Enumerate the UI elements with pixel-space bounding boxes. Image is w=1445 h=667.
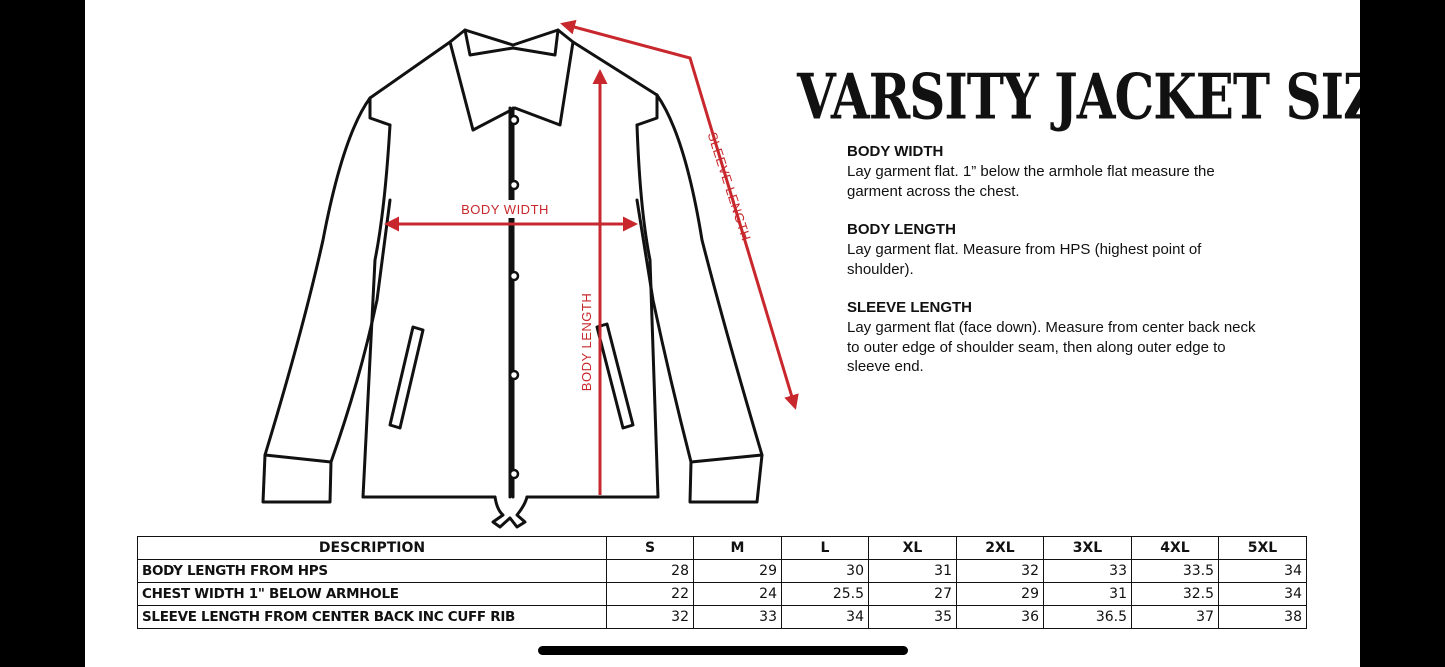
jacket-diagram: BODY WIDTH BODY LENGTH SLEEVE LENGTH bbox=[261, 19, 799, 529]
home-indicator[interactable] bbox=[538, 646, 908, 655]
table-cell: 32.5 bbox=[1131, 582, 1219, 606]
row-label: BODY LENGTH FROM HPS bbox=[137, 559, 607, 583]
column-header-s: S bbox=[606, 536, 694, 560]
size-table: DESCRIPTION S M L XL 2XL 3XL 4XL 5XL BOD… bbox=[137, 536, 1307, 629]
table-cell: 31 bbox=[868, 559, 957, 583]
definition-body-width: BODY WIDTH Lay garment flat. 1” below th… bbox=[847, 142, 1267, 201]
table-cell: 27 bbox=[868, 582, 957, 606]
definition-heading: BODY LENGTH bbox=[847, 221, 956, 238]
row-label: CHEST WIDTH 1" BELOW ARMHOLE bbox=[137, 582, 607, 606]
definition-sleeve-length: SLEEVE LENGTH Lay garment flat (face dow… bbox=[847, 298, 1267, 377]
column-header-4xl: 4XL bbox=[1131, 536, 1219, 560]
body-length-label: BODY LENGTH bbox=[579, 293, 594, 391]
definition-heading: BODY WIDTH bbox=[847, 143, 944, 160]
size-chart-sheet: BODY WIDTH BODY LENGTH SLEEVE LENGTH VAR… bbox=[85, 0, 1360, 667]
table-cell: 35 bbox=[868, 605, 957, 629]
column-header-l: L bbox=[781, 536, 869, 560]
table-cell: 31 bbox=[1043, 582, 1132, 606]
table-cell: 29 bbox=[956, 582, 1044, 606]
table-cell: 33 bbox=[1043, 559, 1132, 583]
sleeve-length-arrow bbox=[560, 19, 799, 410]
column-header-m: M bbox=[693, 536, 782, 560]
table-cell: 25.5 bbox=[781, 582, 869, 606]
table-cell: 29 bbox=[693, 559, 782, 583]
table-cell: 32 bbox=[606, 605, 694, 629]
table-cell: 36 bbox=[956, 605, 1044, 629]
table-cell: 38 bbox=[1218, 605, 1307, 629]
table-cell: 30 bbox=[781, 559, 869, 583]
table-row: SLEEVE LENGTH FROM CENTER BACK INC CUFF … bbox=[137, 605, 1307, 629]
column-header-xl: XL bbox=[868, 536, 957, 560]
table-cell: 22 bbox=[606, 582, 694, 606]
definition-body-length: BODY LENGTH Lay garment flat. Measure fr… bbox=[847, 220, 1267, 279]
sleeve-length-label: SLEEVE LENGTH bbox=[705, 130, 754, 243]
table-cell: 34 bbox=[781, 605, 869, 629]
definition-heading: SLEEVE LENGTH bbox=[847, 299, 973, 316]
measurement-definitions: BODY WIDTH Lay garment flat. 1” below th… bbox=[847, 142, 1267, 396]
definition-text: Lay garment flat. Measure from HPS (high… bbox=[847, 241, 1202, 278]
body-width-label: BODY WIDTH bbox=[461, 202, 549, 217]
buttons bbox=[508, 114, 520, 480]
table-row: CHEST WIDTH 1" BELOW ARMHOLE 22 24 25.5 … bbox=[137, 582, 1307, 606]
table-cell: 24 bbox=[693, 582, 782, 606]
definition-text: Lay garment flat. 1” below the armhole f… bbox=[847, 163, 1215, 200]
table-cell: 32 bbox=[956, 559, 1044, 583]
column-header-2xl: 2XL bbox=[956, 536, 1044, 560]
table-cell: 28 bbox=[606, 559, 694, 583]
definition-text: Lay garment flat (face down). Measure fr… bbox=[847, 319, 1256, 375]
table-cell: 34 bbox=[1218, 582, 1307, 606]
column-header-3xl: 3XL bbox=[1043, 536, 1132, 560]
table-cell: 33 bbox=[693, 605, 782, 629]
table-cell: 34 bbox=[1218, 559, 1307, 583]
column-header-description: DESCRIPTION bbox=[137, 536, 607, 560]
table-cell: 36.5 bbox=[1043, 605, 1132, 629]
table-header-row: DESCRIPTION S M L XL 2XL 3XL 4XL 5XL bbox=[137, 536, 1307, 560]
table-row: BODY LENGTH FROM HPS 28 29 30 31 32 33 3… bbox=[137, 559, 1307, 583]
page-title: VARSITY JACKET SIZE CHART bbox=[797, 59, 1360, 134]
table-cell: 33.5 bbox=[1131, 559, 1219, 583]
table-cell: 37 bbox=[1131, 605, 1219, 629]
column-header-5xl: 5XL bbox=[1218, 536, 1307, 560]
row-label: SLEEVE LENGTH FROM CENTER BACK INC CUFF … bbox=[137, 605, 607, 629]
